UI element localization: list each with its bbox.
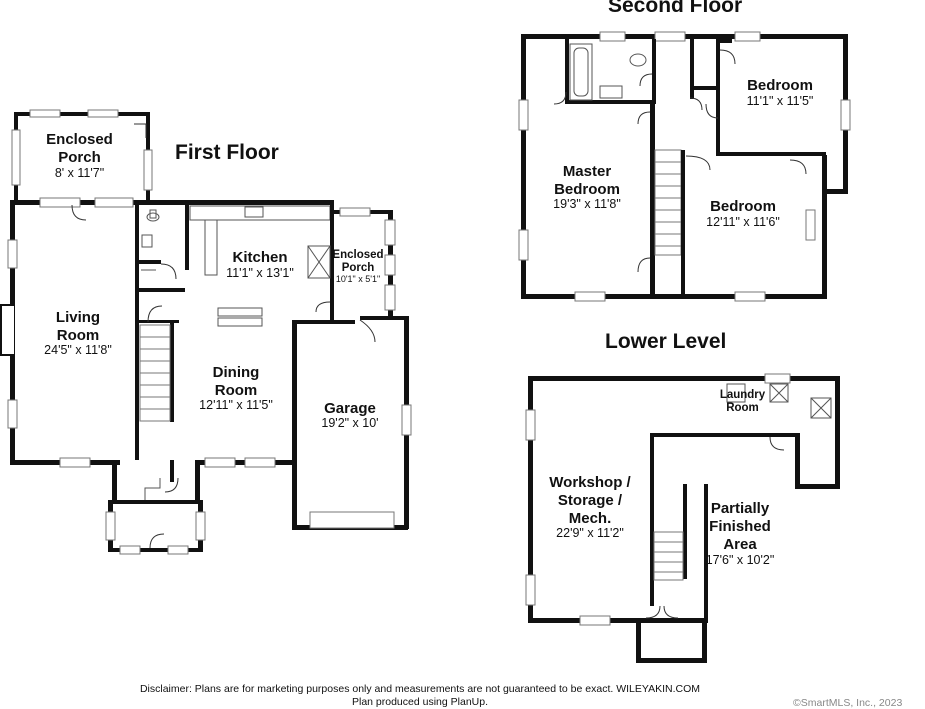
- dining-room-dims: 12'11" x 11'5": [199, 398, 273, 412]
- first-floor-plan: [0, 109, 412, 555]
- bedroom-2-label: Bedroom: [710, 198, 776, 215]
- second-floor-plan: [518, 31, 851, 302]
- enclosed-porch-label: Enclosed Porch: [46, 131, 113, 166]
- living-room-dims: 24'5" x 11'8": [44, 343, 112, 357]
- bedroom-1-label: Bedroom: [747, 77, 813, 94]
- garage-dims: 19'2" x 10': [321, 416, 379, 430]
- kitchen-label: Kitchen: [232, 249, 288, 266]
- partially-finished-label: Partially Finished Area: [709, 500, 771, 553]
- master-bedroom-dims: 19'3" x 11'8": [553, 197, 621, 211]
- bedroom-1-dims: 11'1" x 11'5": [746, 94, 814, 108]
- enclosed-porch-small-dims: 10'1" x 5'1": [335, 274, 381, 284]
- living-room-label: Living Room: [55, 309, 101, 344]
- produced-by-text: Plan produced using PlanUp.: [351, 696, 488, 708]
- kitchen-dims: 11'1" x 13'1": [226, 266, 294, 280]
- garage-label: Garage: [324, 400, 376, 417]
- laundry-room-label: Laundry Room: [719, 389, 766, 414]
- workshop-dims: 22'9" x 11'2": [556, 526, 624, 540]
- lower-level-plan: [525, 373, 840, 663]
- master-bedroom-label: Master Bedroom: [554, 163, 620, 198]
- disclaimer-text: Disclaimer: Plans are for marketing purp…: [139, 683, 701, 695]
- first-floor-title: First Floor: [175, 141, 279, 164]
- dining-room-label: Dining Room: [212, 364, 260, 399]
- enclosed-porch-small-label: Enclosed Porch: [332, 249, 384, 274]
- partially-finished-dims: 17'6" x 10'2": [705, 553, 775, 567]
- bedroom-2-dims: 12'11" x 11'6": [706, 215, 780, 229]
- lower-level-title: Lower Level: [605, 330, 727, 353]
- enclosed-porch-dims: 8' x 11'7": [54, 166, 105, 180]
- copyright-text: ©SmartMLS, Inc., 2023: [793, 697, 903, 709]
- second-floor-title: Second Floor: [608, 0, 743, 17]
- workshop-label: Workshop / Storage / Mech.: [549, 474, 631, 527]
